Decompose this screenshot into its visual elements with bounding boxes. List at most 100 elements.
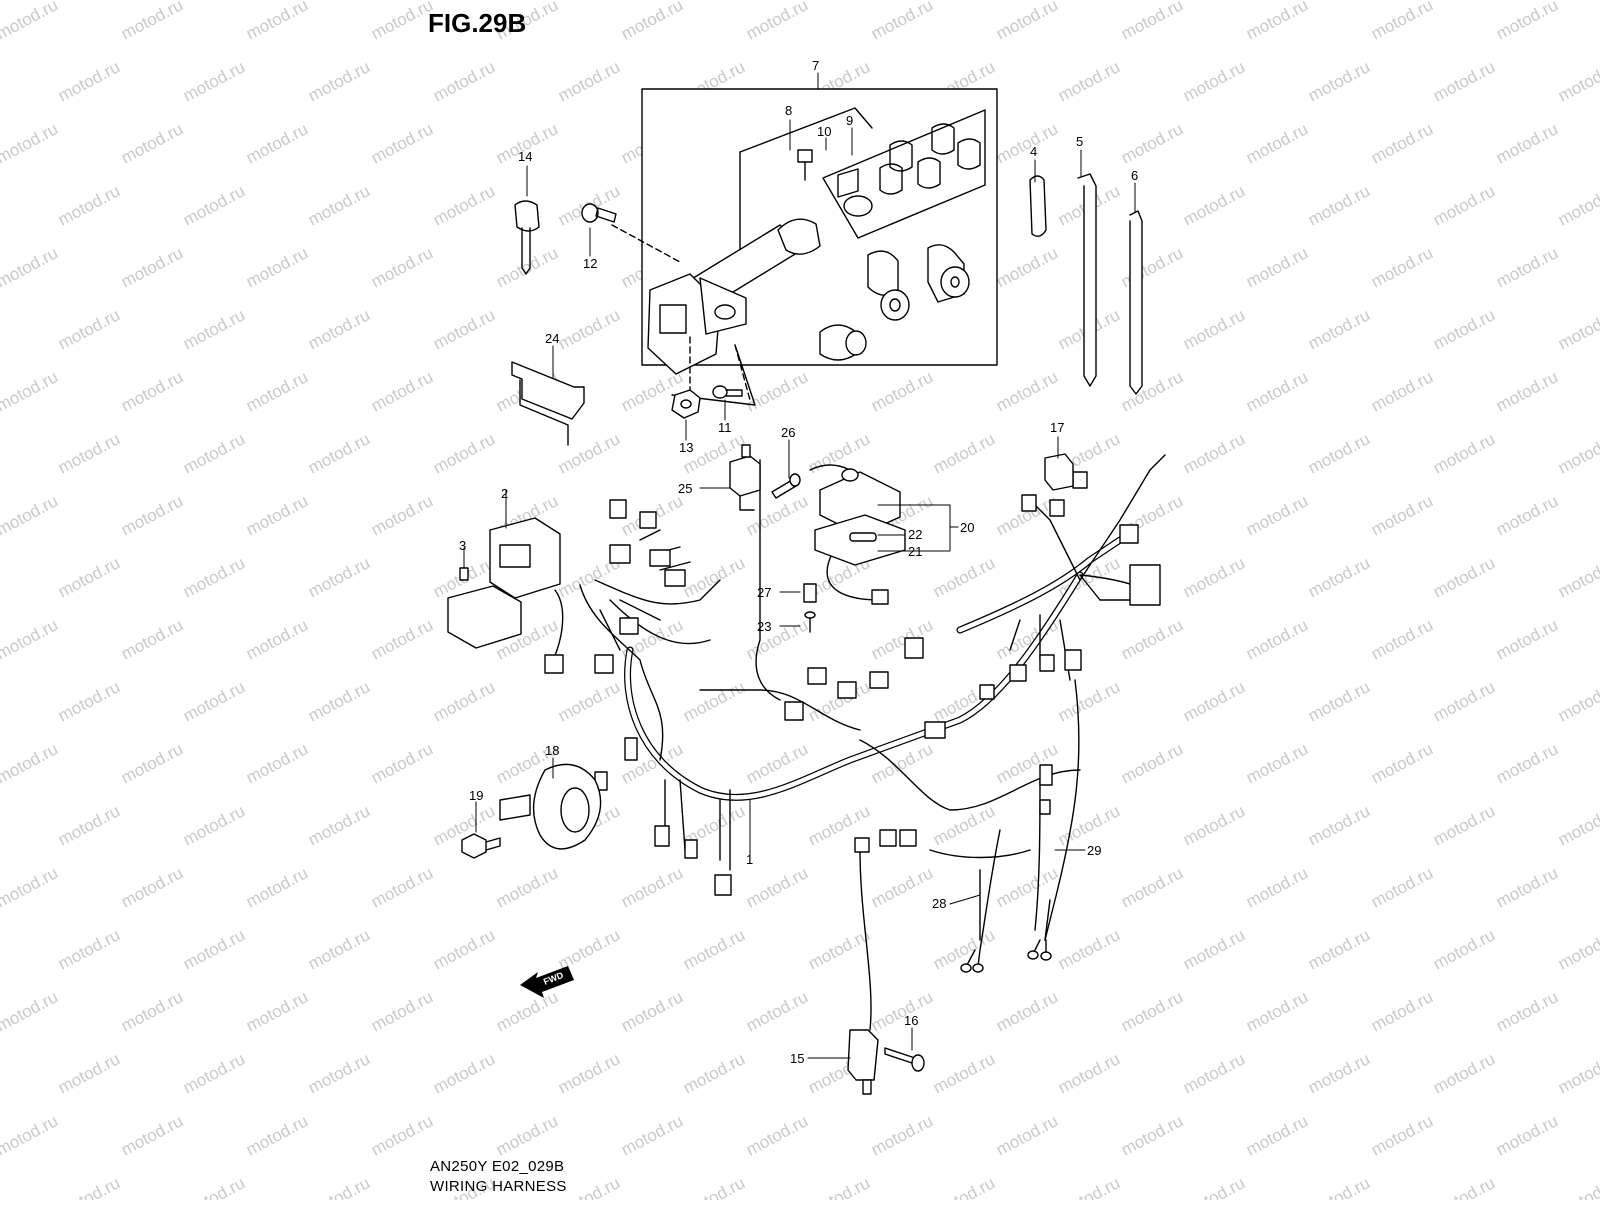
watermark-text: motod.ru — [493, 243, 561, 291]
watermark-text: motod.ru — [805, 925, 873, 973]
watermark-text: motod.ru — [930, 1049, 998, 1097]
watermark-text: motod.ru — [1118, 0, 1186, 44]
watermark-text: motod.ru — [555, 305, 623, 353]
watermark-text: motod.ru — [1118, 615, 1186, 663]
nut-13 — [671, 389, 701, 419]
screw-23 — [804, 611, 816, 633]
callout-12: 12 — [583, 256, 597, 271]
cable-tie-6 — [1129, 210, 1143, 395]
watermark-text: motod.ru — [1243, 1111, 1311, 1159]
leader-lines — [463, 72, 1136, 1059]
watermark-text: motod.ru — [368, 615, 436, 663]
watermark-text: motod.ru — [118, 739, 186, 787]
watermark-text: motod.ru — [1368, 367, 1436, 415]
watermark-text: motod.ru — [0, 1111, 61, 1159]
watermark-text: motod.ru — [1555, 1049, 1600, 1097]
watermark-text: motod.ru — [1493, 367, 1561, 415]
callout-22: 22 — [908, 527, 922, 542]
watermark-text: motod.ru — [118, 491, 186, 539]
clamp-4 — [1029, 175, 1047, 237]
watermark-text: motod.ru — [55, 1173, 123, 1200]
watermark-text: motod.ru — [743, 0, 811, 44]
watermark-text: motod.ru — [680, 925, 748, 973]
watermark-text: motod.ru — [305, 429, 373, 477]
watermark-text: motod.ru — [1555, 429, 1600, 477]
watermark-text: motod.ru — [743, 615, 811, 663]
watermark-text: motod.ru — [243, 243, 311, 291]
watermark-text: motod.ru — [1055, 677, 1123, 725]
watermark-text: motod.ru — [118, 367, 186, 415]
watermark-text: motod.ru — [930, 429, 998, 477]
watermark-text: motod.ru — [243, 739, 311, 787]
watermark-text: motod.ru — [1368, 615, 1436, 663]
watermark-text: motod.ru — [868, 367, 936, 415]
collar-27 — [803, 583, 817, 603]
watermark-text: motod.ru — [555, 925, 623, 973]
watermark-text: motod.ru — [180, 1173, 248, 1200]
watermark-text: motod.ru — [1305, 181, 1373, 229]
watermark-text: motod.ru — [993, 863, 1061, 911]
watermark-text: motod.ru — [1055, 1173, 1123, 1200]
watermark-text: motod.ru — [1368, 243, 1436, 291]
watermark-text: motod.ru — [993, 1111, 1061, 1159]
watermark-text: motod.ru — [1430, 553, 1498, 601]
callout-7: 7 — [812, 58, 819, 73]
callout-28: 28 — [932, 896, 946, 911]
callout-labels: 7 8 9 10 4 5 6 14 12 24 13 11 26 25 17 2… — [459, 58, 1138, 1066]
watermark-text: motod.ru — [1368, 987, 1436, 1035]
watermark-text: motod.ru — [243, 491, 311, 539]
watermark-text: motod.ru — [1305, 429, 1373, 477]
regulator-assembly — [814, 468, 906, 566]
watermark-text: motod.ru — [1180, 57, 1248, 105]
figure-title: FIG.29B — [428, 8, 527, 38]
relay-17 — [1044, 453, 1074, 491]
watermark-text: motod.ru — [0, 987, 61, 1035]
bracket-24 — [511, 361, 585, 446]
watermark-text: motod.ru — [243, 987, 311, 1035]
watermark-text: motod.ru — [868, 863, 936, 911]
callout-26: 26 — [781, 425, 795, 440]
callout-9: 9 — [846, 113, 853, 128]
callout-2: 2 — [501, 486, 508, 501]
watermark-text: motod.ru — [1305, 1173, 1373, 1200]
watermark-text: motod.ru — [180, 801, 248, 849]
watermark-text: motod.ru — [1493, 863, 1561, 911]
watermark-text: motod.ru — [1305, 801, 1373, 849]
watermark-text: motod.ru — [1555, 57, 1600, 105]
watermark-text: motod.ru — [493, 863, 561, 911]
bolt-16 — [884, 1047, 925, 1072]
watermark-text: motod.ru — [243, 1111, 311, 1159]
switch-25 — [729, 444, 761, 511]
watermark-text: motod.ru — [555, 57, 623, 105]
watermark-text: motod.ru — [118, 119, 186, 167]
callout-17: 17 — [1050, 420, 1064, 435]
callout-5: 5 — [1076, 134, 1083, 149]
watermark-text: motod.ru — [0, 119, 61, 167]
watermark-text: motod.ru — [868, 615, 936, 663]
watermark-text: motod.ru — [368, 367, 436, 415]
watermark-text: motod.ru — [118, 0, 186, 44]
callout-19: 19 — [469, 788, 483, 803]
callout-10: 10 — [817, 124, 831, 139]
watermark-text: motod.ru — [180, 305, 248, 353]
watermark-text: motod.ru — [0, 615, 61, 663]
bolt-19 — [461, 833, 501, 859]
cable-tie-5 — [1077, 173, 1097, 387]
watermark-text: motod.ru — [368, 0, 436, 44]
watermark-text: motod.ru — [868, 987, 936, 1035]
watermark-text: motod.ru — [743, 1111, 811, 1159]
watermark-text: motod.ru — [1180, 429, 1248, 477]
watermark-text: motod.ru — [805, 1173, 873, 1200]
watermark-text: motod.ru — [1305, 57, 1373, 105]
callout-11: 11 — [718, 420, 732, 435]
watermark-text: motod.ru — [1368, 1111, 1436, 1159]
bolt-12 — [581, 203, 617, 223]
watermark-text: motod.ru — [180, 1049, 248, 1097]
watermark-text: motod.ru — [368, 243, 436, 291]
callout-27: 27 — [757, 585, 771, 600]
watermark-text: motod.ru — [55, 181, 123, 229]
callout-3: 3 — [459, 538, 466, 553]
watermark-text: motod.ru — [55, 801, 123, 849]
watermark-text: motod.ru — [1368, 739, 1436, 787]
watermark-text: motod.ru — [1305, 305, 1373, 353]
